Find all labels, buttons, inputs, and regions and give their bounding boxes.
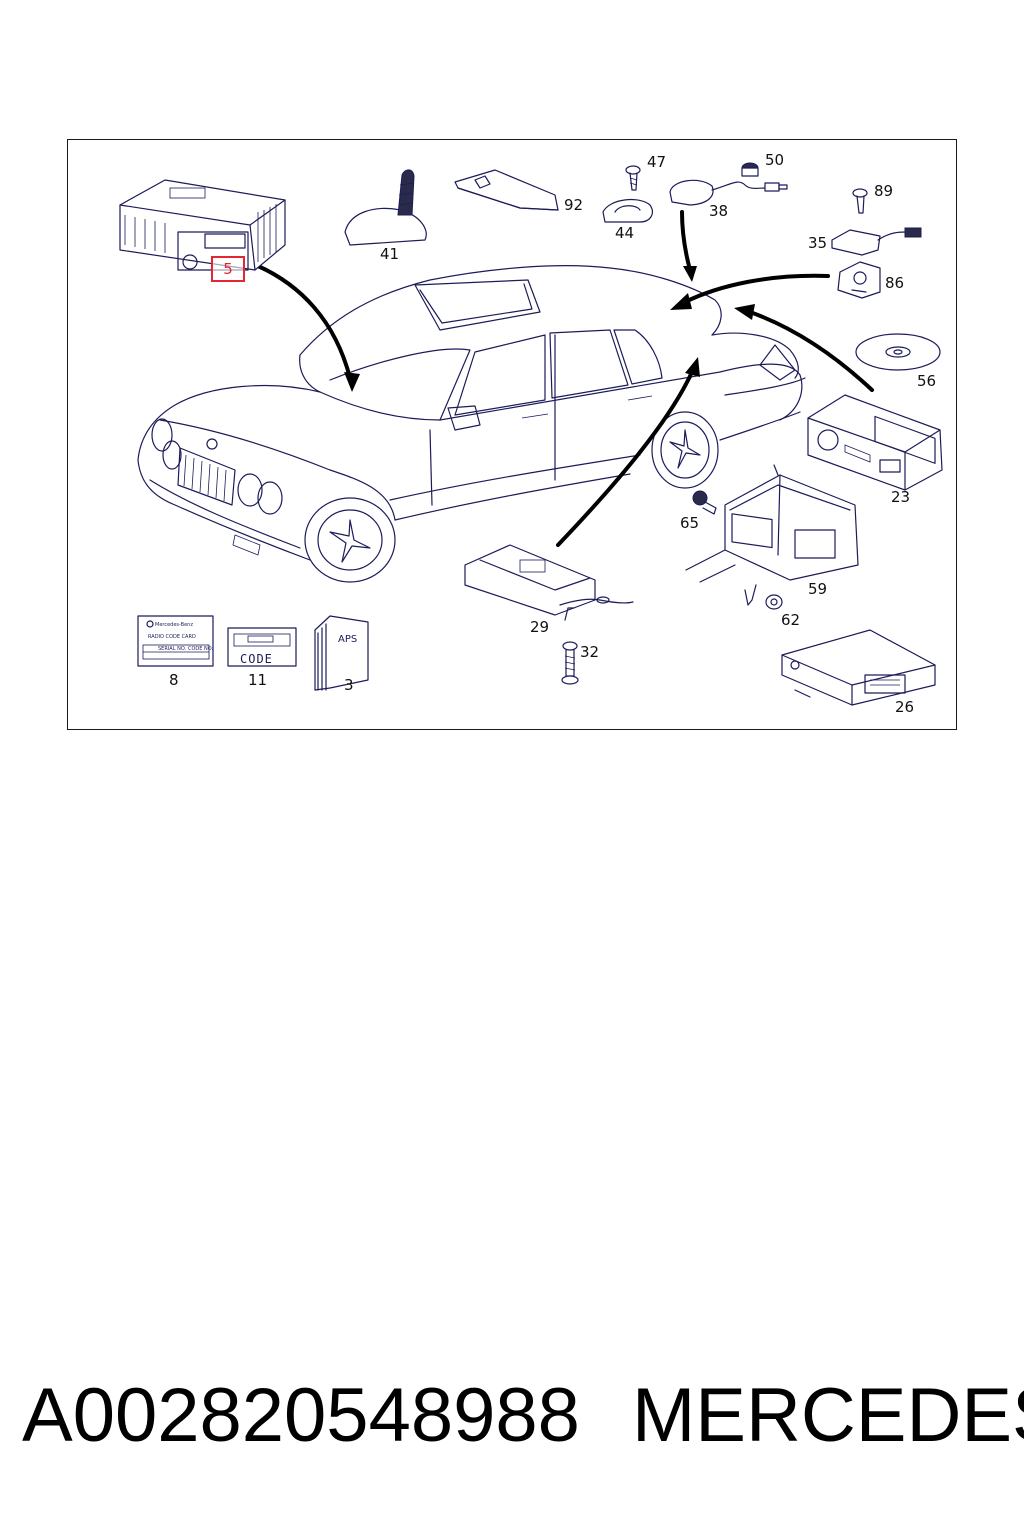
part-23-cd-changer (807, 394, 943, 491)
part-47-screw (625, 165, 641, 191)
callout-8: 8 (169, 671, 179, 689)
part-92-pad (454, 169, 559, 211)
card-code-text: CODE NO. (188, 646, 213, 652)
part-11-code-label: CODE (227, 627, 297, 667)
callout-38: 38 (709, 202, 728, 220)
callout-62: 62 (781, 611, 800, 629)
part-26-control-module (781, 629, 936, 706)
part-3-manual: APS (314, 615, 369, 691)
manual-text: APS (338, 634, 357, 645)
callout-44: 44 (615, 224, 634, 242)
part-32-screw (561, 641, 579, 685)
part-50-cap (741, 162, 759, 177)
part-35-connector (831, 227, 922, 256)
callout-labels: 41 92 47 44 50 38 89 35 86 56 23 65 59 6… (169, 151, 936, 716)
callout-5-highlighted[interactable]: 5 (211, 256, 245, 282)
callout-11: 11 (248, 671, 267, 689)
part-8-radio-code-card: Mercedes-Benz RADIO CODE CARD SERIAL NO.… (137, 615, 214, 667)
callout-50: 50 (765, 151, 784, 169)
callout-26: 26 (895, 698, 914, 716)
part-62-washer (765, 594, 783, 610)
callout-47: 47 (647, 153, 666, 171)
part-56-disc (855, 333, 941, 371)
callout-29: 29 (530, 618, 549, 636)
callout-92: 92 (564, 196, 583, 214)
card-title-text: RADIO CODE CARD (148, 634, 196, 640)
callout-86: 86 (885, 274, 904, 292)
callout-89: 89 (874, 182, 893, 200)
callout-32: 32 (580, 643, 599, 661)
part-65-clip (692, 490, 717, 515)
part-44-antenna-base (602, 198, 653, 223)
callout-23: 23 (891, 488, 910, 506)
code-label-text: CODE (240, 652, 273, 666)
part-59-mounting-frame (685, 464, 859, 606)
part-86-bracket (837, 261, 881, 299)
callout-35: 35 (808, 234, 827, 252)
assembly-arrows (256, 210, 874, 547)
part-41-roof-antenna (344, 169, 427, 246)
brand-name: MERCEDES (632, 1373, 1024, 1458)
part-number: A002820548988 (22, 1373, 580, 1458)
part-89-screw (852, 188, 868, 214)
part-5-radio-unit (119, 179, 286, 271)
callout-65: 65 (680, 514, 699, 532)
callout-41: 41 (380, 245, 399, 263)
callout-3: 3 (344, 676, 354, 694)
part-38-antenna-module (669, 179, 788, 206)
card-serial-text: SERIAL NO. (158, 646, 187, 652)
callout-59: 59 (808, 580, 827, 598)
card-brand-text: Mercedes-Benz (155, 622, 193, 628)
callout-56: 56 (917, 372, 936, 390)
car-illustration (137, 265, 806, 583)
part-29-amplifier-tray (464, 544, 634, 621)
